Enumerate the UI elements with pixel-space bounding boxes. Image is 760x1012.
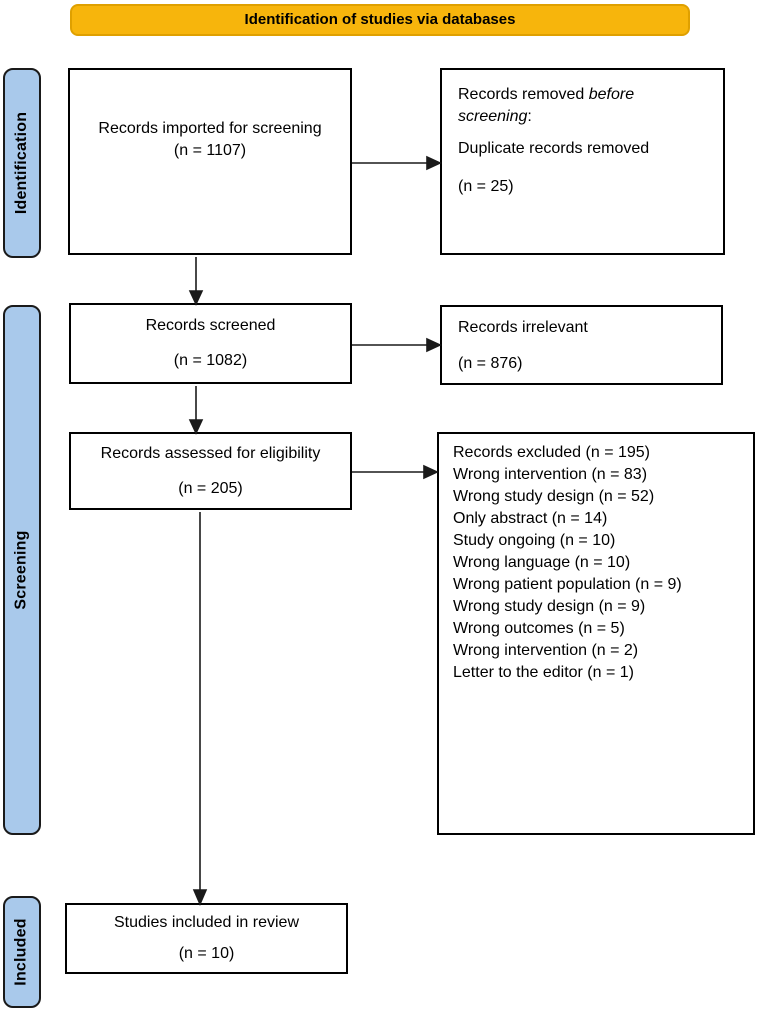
box-records-excluded: Records excluded (n = 195) Wrong interve…: [437, 432, 755, 835]
records-irrelevant-count: (n = 876): [458, 355, 523, 372]
excluded-item: Wrong language (n = 10): [453, 554, 631, 571]
records-irrelevant-title: Records irrelevant: [458, 319, 588, 336]
excluded-item: Study ongoing (n = 10): [453, 532, 616, 549]
box-records-removed: Records removed before screening: Duplic…: [440, 68, 725, 255]
excluded-item: Wrong intervention (n = 83): [453, 466, 648, 483]
records-excluded-title: Records excluded (n = 195): [453, 444, 650, 461]
excluded-item: Only abstract (n = 14): [453, 510, 608, 527]
excluded-item: Letter to the editor (n = 1): [453, 664, 634, 681]
box-studies-included: Studies included in review (n = 10): [65, 903, 348, 974]
studies-included-title: Studies included in review: [114, 914, 299, 931]
box-records-screened: Records screened (n = 1082): [69, 303, 352, 384]
stage-included: Included: [3, 896, 41, 1008]
box-records-imported: Records imported for screening (n = 1107…: [68, 68, 352, 255]
records-assessed-count: (n = 205): [178, 480, 243, 497]
stage-identification: Identification: [3, 68, 41, 258]
excluded-item: Wrong study design (n = 9): [453, 598, 646, 615]
banner-identification-via-databases: Identification of studies via databases: [70, 4, 690, 36]
stage-screening: Screening: [3, 305, 41, 835]
records-assessed-title: Records assessed for eligibility: [100, 445, 321, 462]
records-removed-italic: before screening: [458, 86, 635, 125]
box-records-irrelevant: Records irrelevant (n = 876): [440, 305, 723, 385]
records-imported-count: (n = 1107): [173, 142, 247, 159]
stage-included-label: Included: [13, 918, 31, 986]
excluded-item: Wrong intervention (n = 2): [453, 642, 639, 659]
records-screened-count: (n = 1082): [173, 352, 248, 369]
box-records-assessed: Records assessed for eligibility (n = 20…: [69, 432, 352, 510]
excluded-item: Wrong outcomes (n = 5): [453, 620, 625, 637]
stage-screening-label: Screening: [13, 530, 31, 610]
records-screened-title: Records screened: [145, 317, 276, 334]
records-removed-title: Records removed before screening:: [458, 86, 635, 125]
duplicates-removed-count: (n = 25): [458, 178, 514, 195]
excluded-item: Wrong study design (n = 52): [453, 488, 655, 505]
stage-identification-label: Identification: [13, 111, 31, 215]
duplicates-removed-item: Duplicate records removed: [458, 140, 650, 157]
excluded-item: Wrong patient population (n = 9): [453, 576, 682, 593]
studies-included-count: (n = 10): [178, 945, 235, 962]
records-imported-title: Records imported for screening: [98, 120, 322, 137]
